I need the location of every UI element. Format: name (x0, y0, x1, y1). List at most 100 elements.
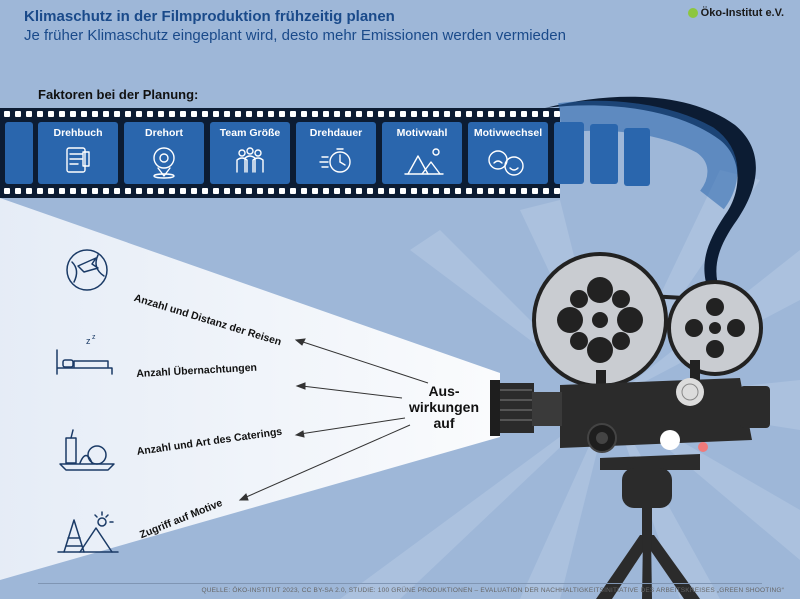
sprocket-hole (378, 188, 384, 194)
sprocket-hole (488, 188, 494, 194)
team-icon (236, 147, 264, 173)
footer-divider (38, 583, 762, 584)
sprocket-hole (290, 111, 296, 117)
sprocket-hole (477, 188, 483, 194)
sprocket-hole (345, 188, 351, 194)
sprocket-hole (202, 111, 208, 117)
sprocket-hole (26, 111, 32, 117)
bed-icon: z z (56, 334, 113, 375)
sprocket-hole (70, 188, 76, 194)
sprocket-hole (455, 188, 461, 194)
sprocket-hole (356, 188, 362, 194)
sprocket-hole (59, 111, 65, 117)
sprocket-hole (411, 111, 417, 117)
sprocket-hole (37, 188, 43, 194)
sprocket-hole (48, 188, 54, 194)
effects-center-line-2: wirkungen (408, 399, 479, 415)
sprocket-hole (389, 111, 395, 117)
sprocket-hole (411, 188, 417, 194)
sprocket-hole (257, 188, 263, 194)
sprocket-hole (279, 111, 285, 117)
film-sprockets (4, 111, 560, 194)
sprocket-hole (257, 111, 263, 117)
location-pin-icon (153, 147, 175, 179)
effects-center-line-3: auf (433, 415, 455, 431)
sprocket-hole (92, 188, 98, 194)
light-beam (0, 198, 500, 580)
effects-center-label: Aus- wirkungen auf (400, 383, 488, 431)
logo-mark-icon (687, 8, 698, 18)
effects-center-line-1: Aus- (428, 383, 460, 399)
sprocket-hole (378, 111, 384, 117)
film-frames (5, 122, 650, 186)
sprocket-hole (400, 111, 406, 117)
stopwatch-icon (319, 148, 351, 173)
sprocket-hole (81, 188, 87, 194)
logo: Öko-Institut e.V. (687, 7, 784, 19)
planning-label: Faktoren bei der Planung: (38, 87, 199, 102)
sprocket-hole (136, 111, 142, 117)
sprocket-hole (268, 111, 274, 117)
sprocket-hole (103, 111, 109, 117)
sprocket-hole (334, 188, 340, 194)
effect-arrows (238, 338, 429, 501)
sprocket-hole (334, 111, 340, 117)
sprocket-hole (389, 188, 395, 194)
page-subtitle: Je früher Klimaschutz eingeplant wird, d… (24, 27, 566, 44)
sprocket-hole (15, 188, 21, 194)
landscape-sun-icon (57, 511, 119, 553)
sprocket-hole (268, 188, 274, 194)
sprocket-hole (554, 111, 560, 117)
sprocket-hole (81, 111, 87, 117)
sprocket-hole (422, 111, 428, 117)
factor-team-groesse: Team Größe (219, 127, 281, 139)
sprocket-hole (521, 188, 527, 194)
sprocket-hole (180, 111, 186, 117)
sprocket-hole (202, 188, 208, 194)
factor-motivwahl: Motivwahl (396, 127, 448, 139)
sprocket-hole (477, 111, 483, 117)
sprocket-hole (422, 188, 428, 194)
footer-source: QUELLE: ÖKO-INSTITUT 2023, CC BY-SA 2.0,… (201, 587, 784, 594)
svg-text:z: z (92, 334, 96, 341)
sprocket-hole (543, 111, 549, 117)
sprocket-hole (26, 188, 32, 194)
sprocket-hole (4, 111, 10, 117)
sprocket-hole (191, 188, 197, 194)
sprocket-hole (323, 111, 329, 117)
factor-motivwechsel: Motivwechsel (473, 127, 543, 139)
sprocket-hole (15, 111, 21, 117)
sprocket-hole (323, 188, 329, 194)
sprocket-hole (37, 111, 43, 117)
sprocket-hole (345, 111, 351, 117)
sprocket-hole (510, 111, 516, 117)
sprocket-hole (543, 188, 549, 194)
sprocket-hole (466, 111, 472, 117)
page-title: Klimaschutz in der Filmproduktion frühze… (24, 8, 395, 25)
sprocket-hole (169, 188, 175, 194)
mask-faces-icon (488, 150, 524, 176)
sprocket-hole (466, 188, 472, 194)
sprocket-hole (444, 111, 450, 117)
sprocket-hole (147, 188, 153, 194)
sprocket-hole (444, 188, 450, 194)
sprocket-hole (433, 188, 439, 194)
factor-drehbuch: Drehbuch (53, 127, 103, 139)
sprocket-hole (114, 111, 120, 117)
sprocket-hole (554, 188, 560, 194)
sprocket-hole (59, 188, 65, 194)
sprocket-hole (235, 188, 241, 194)
sprocket-hole (147, 111, 153, 117)
sprocket-hole (301, 188, 307, 194)
svg-text:z: z (86, 336, 91, 346)
sprocket-hole (400, 188, 406, 194)
sprocket-hole (279, 188, 285, 194)
film-projector (490, 252, 770, 599)
sprocket-hole (312, 188, 318, 194)
sprocket-hole (224, 188, 230, 194)
sprocket-hole (92, 111, 98, 117)
sprocket-hole (191, 111, 197, 117)
sprocket-hole (367, 111, 373, 117)
globe-plane-icon (66, 249, 108, 291)
